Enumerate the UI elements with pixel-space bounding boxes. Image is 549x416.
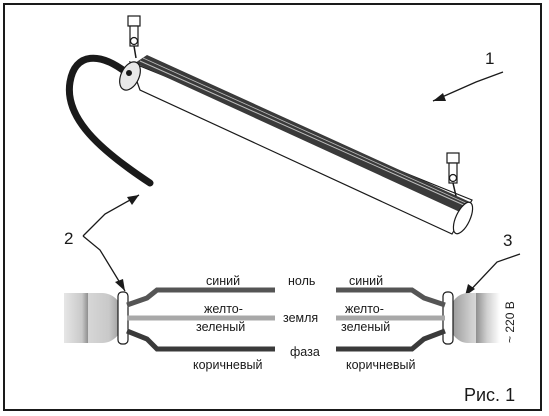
left-cable	[64, 291, 129, 345]
label-earth: земля	[283, 311, 318, 325]
callout-2-arrowhead-lower	[115, 279, 125, 291]
figure-caption: Рис. 1	[464, 385, 515, 405]
mounting-bracket-left	[127, 15, 141, 59]
right-label-yellow-green-line1: желто-	[345, 302, 384, 316]
right-label-brown: коричневый	[346, 358, 415, 372]
led-lamp	[65, 15, 474, 235]
left-cable-end-sleeve	[117, 291, 129, 345]
callout-3-arrowhead	[465, 284, 475, 296]
callout-1-arrowhead	[433, 93, 446, 101]
callout-3-leader	[464, 253, 521, 297]
lamp-end-cap-right	[452, 201, 474, 235]
left-label-yellow-green-line2: зеленый	[196, 320, 245, 334]
left-wire-blue	[126, 287, 275, 308]
right-cable	[442, 291, 500, 345]
lamp-heatsink	[135, 55, 470, 213]
callout-2-leader-upper	[82, 194, 140, 237]
right-wire-blue	[336, 287, 446, 308]
lamp-end-cap-left	[119, 61, 141, 91]
callout-1-leader	[432, 71, 504, 102]
callout-3-label: 3	[503, 231, 512, 250]
left-label-blue: синий	[206, 274, 240, 288]
label-neutral: ноль	[288, 274, 315, 288]
left-label-brown: коричневый	[193, 358, 262, 372]
power-cord	[65, 54, 154, 187]
right-label-yellow-green-line2: зеленый	[341, 320, 390, 334]
left-label-yellow-green-line1: желто-	[204, 302, 243, 316]
right-label-blue: синий	[349, 274, 383, 288]
lamp-tube	[128, 60, 473, 235]
callout-2-arrowhead-upper	[127, 195, 139, 205]
callout-2-label: 2	[64, 229, 73, 248]
callout-2-leader-lower	[82, 235, 126, 292]
callout-1-label: 1	[485, 49, 494, 68]
mounting-bracket-right	[446, 152, 460, 197]
supply-voltage-label: ~ 220 В	[503, 301, 517, 343]
left-wire-brown	[126, 328, 275, 352]
right-wire-brown	[336, 328, 446, 352]
label-phase: фаза	[290, 345, 320, 359]
